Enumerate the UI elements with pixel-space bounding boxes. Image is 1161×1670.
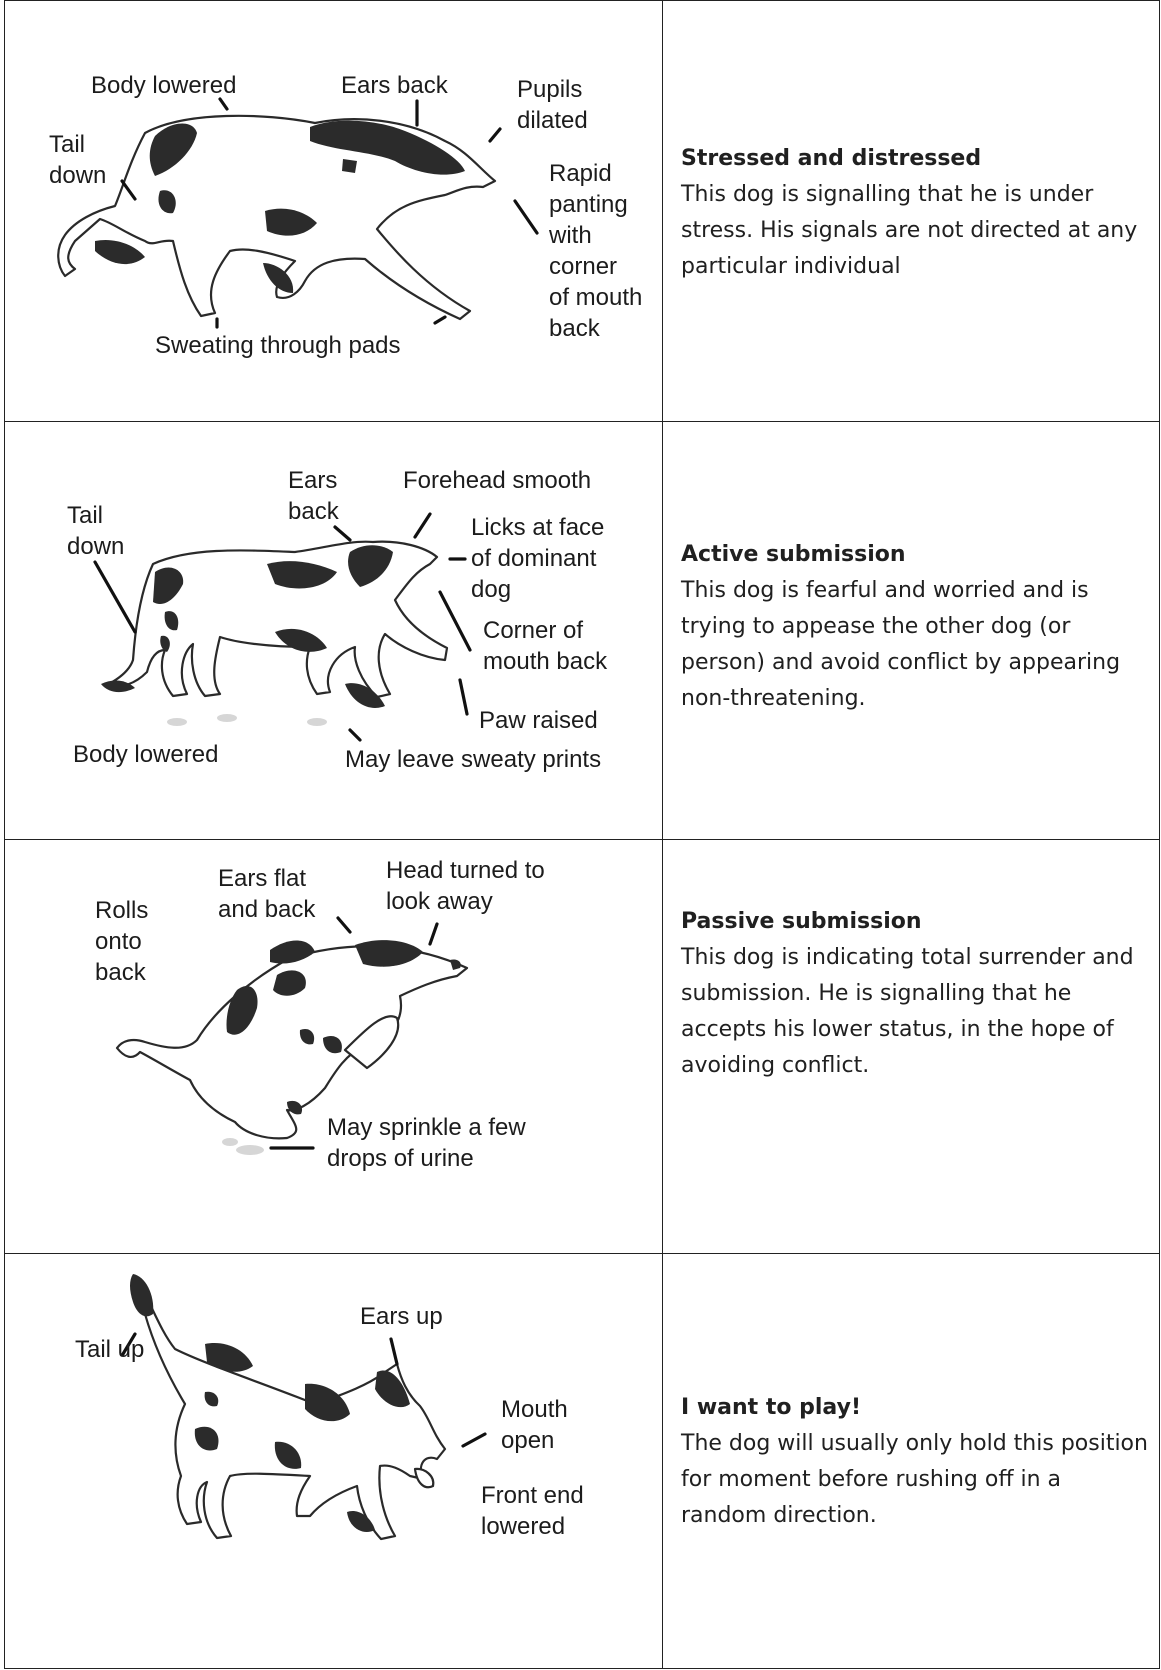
label-ears-flat: Ears flat and back [218, 863, 315, 925]
title-passive-submission: Passive submission [681, 904, 1151, 940]
text-play: The dog will usually only hold this posi… [681, 1426, 1151, 1534]
row-passive-submission: Ears flat and back Head turned to look a… [5, 839, 1159, 1253]
dog-body-language-table: Body lowered Ears back Pupils dilated Ta… [4, 0, 1160, 1669]
row-play: Ears up Tail up Mouth open Front end low… [5, 1253, 1159, 1669]
label-ears-back: Ears back [288, 465, 339, 527]
label-tail-up: Tail up [75, 1334, 144, 1365]
label-sweating-pads: Sweating through pads [155, 330, 401, 361]
label-ears-up: Ears up [360, 1301, 443, 1332]
label-body-lowered: Body lowered [91, 70, 236, 101]
row-active-submission: Ears back Forehead smooth Tail down Lick… [5, 421, 1159, 839]
label-rolls-onto-back: Rolls onto back [95, 895, 148, 988]
label-head-turned: Head turned to look away [386, 855, 545, 917]
description-stressed: Stressed and distressed This dog is sign… [681, 141, 1151, 285]
illustration-passive-submission-dog: Ears flat and back Head turned to look a… [5, 840, 663, 1253]
description-active-submission: Active submission This dog is fearful an… [681, 537, 1151, 717]
description-play: I want to play! The dog will usually onl… [681, 1390, 1151, 1534]
label-tail-down: Tail down [67, 500, 124, 562]
text-active-submission: This dog is fearful and worried and is t… [681, 573, 1151, 717]
label-tail-down: Tail down [49, 129, 106, 191]
label-body-lowered: Body lowered [73, 739, 218, 770]
row-stressed: Body lowered Ears back Pupils dilated Ta… [5, 1, 1159, 421]
illustration-play-dog: Ears up Tail up Mouth open Front end low… [5, 1254, 663, 1669]
label-forehead-smooth: Forehead smooth [403, 465, 591, 496]
label-corner-mouth: Corner of mouth back [483, 615, 607, 677]
label-mouth-open: Mouth open [501, 1394, 568, 1456]
description-passive-submission: Passive submission This dog is indicatin… [681, 904, 1151, 1084]
label-sweaty-prints: May leave sweaty prints [345, 744, 601, 775]
play-dog-drawing [5, 1254, 663, 1669]
dog-silhouette [58, 116, 495, 319]
label-sprinkle-urine: May sprinkle a few drops of urine [327, 1112, 526, 1174]
title-active-submission: Active submission [681, 537, 1151, 573]
label-licks-face: Licks at face of dominant dog [471, 512, 604, 605]
label-ears-back: Ears back [341, 70, 448, 101]
illustration-active-submission-dog: Ears back Forehead smooth Tail down Lick… [5, 422, 663, 839]
label-front-end-lowered: Front end lowered [481, 1480, 584, 1542]
label-paw-raised: Paw raised [479, 705, 598, 736]
illustration-stressed-dog: Body lowered Ears back Pupils dilated Ta… [5, 1, 663, 421]
label-pupils-dilated: Pupils dilated [517, 74, 588, 136]
title-play: I want to play! [681, 1390, 1151, 1426]
text-passive-submission: This dog is indicating total surrender a… [681, 940, 1151, 1084]
title-stressed: Stressed and distressed [681, 141, 1151, 177]
dog-silhouette [117, 940, 467, 1138]
dog-silhouette [101, 542, 447, 708]
label-rapid-panting: Rapid panting with corner of mouth back [549, 158, 642, 344]
text-stressed: This dog is signalling that he is under … [681, 177, 1151, 285]
